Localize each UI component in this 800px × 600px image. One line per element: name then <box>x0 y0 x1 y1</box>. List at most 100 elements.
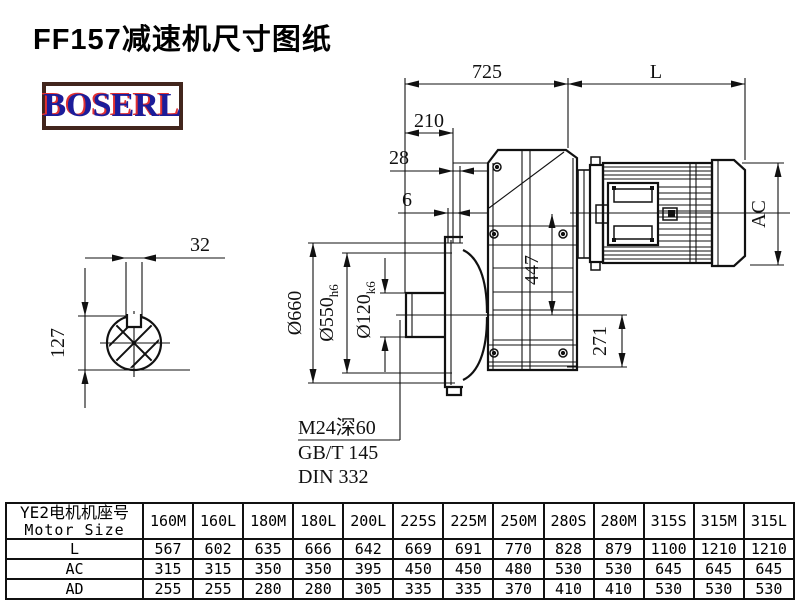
table-cell: 691 <box>442 538 495 561</box>
row-label-AD: AD <box>5 578 144 600</box>
boserl-logo: BOSERL <box>42 82 183 130</box>
boserl-logo-text: BOSERL <box>43 87 182 124</box>
dim-28: 28 <box>389 147 409 169</box>
note-thread-std: GB/T 145 <box>298 442 378 464</box>
column-header-315L: 315L <box>742 501 796 541</box>
table-cell: 350 <box>242 558 295 581</box>
header-en: Motor Size <box>24 520 125 539</box>
dim-447: 447 <box>521 255 543 285</box>
table-cell: 635 <box>242 538 295 561</box>
dim-L: L <box>650 61 662 83</box>
dim-dia120: Ø120k6 <box>353 281 378 339</box>
table-cell: 305 <box>342 578 395 600</box>
table-cell: 280 <box>292 578 345 600</box>
dim-127: 127 <box>47 328 69 358</box>
column-header-315S: 315S <box>642 501 695 541</box>
column-header-225S: 225S <box>392 501 445 541</box>
table-cell: 567 <box>141 538 195 561</box>
column-header-315M: 315M <box>692 501 745 541</box>
note-tap-hole: M24深60 <box>298 416 376 439</box>
table-cell: 315 <box>192 558 245 581</box>
gearbox-housing-details <box>411 150 577 385</box>
table-cell: 1210 <box>692 538 745 561</box>
table-cell: 335 <box>392 578 445 600</box>
fan-cowl <box>710 158 747 268</box>
gearbox-housing-outline <box>486 148 579 372</box>
dimension-labels: 725 L 210 28 6 32 127 Ø660 Ø550h6 Ø120k6… <box>47 61 770 358</box>
table-cell: 530 <box>742 578 796 600</box>
column-header-250M: 250M <box>492 501 545 541</box>
table-cell: 255 <box>141 578 195 600</box>
dim-dia550: Ø550h6 <box>316 284 341 342</box>
column-header-180L: 180L <box>292 501 345 541</box>
table-cell: 350 <box>292 558 345 581</box>
table-cell: 280 <box>242 578 295 600</box>
column-header-160M: 160M <box>141 501 195 541</box>
dim-210: 210 <box>414 110 444 132</box>
flange-foot <box>445 387 463 397</box>
header-cn: YE2电机机座号 <box>20 503 129 522</box>
main-outlines <box>105 148 747 397</box>
row-label-L: L <box>5 538 144 561</box>
dim-271: 271 <box>589 326 611 356</box>
table-cell: 1100 <box>642 538 695 561</box>
table-cell: 669 <box>392 538 445 561</box>
output-flange-plate <box>443 235 463 389</box>
drawing-notes: M24深60 GB/T 145 DIN 332 <box>298 416 378 488</box>
dim-dia660: Ø660 <box>284 291 306 335</box>
table-cell: 395 <box>342 558 395 581</box>
bolts-and-details <box>489 156 678 358</box>
table-cell: 770 <box>492 538 545 561</box>
note-center-hole-std: DIN 332 <box>298 466 369 488</box>
table-cell: 530 <box>542 558 595 581</box>
flange-bell-top <box>462 249 489 314</box>
table-cell: 1210 <box>742 538 796 561</box>
table-cell: 315 <box>141 558 195 581</box>
output-shaft-stub <box>404 291 444 339</box>
dimension-arrowheads <box>81 80 782 384</box>
column-header-225M: 225M <box>442 501 495 541</box>
dim-725: 725 <box>472 61 502 83</box>
table-cell: 642 <box>342 538 395 561</box>
keyway-mask <box>127 314 141 327</box>
column-header-180M: 180M <box>242 501 295 541</box>
table-cell: 335 <box>442 578 495 600</box>
dim-AC: AC <box>748 200 770 228</box>
flange-bell-bottom <box>462 316 489 381</box>
table-cell: 828 <box>542 538 595 561</box>
table-cell: 450 <box>392 558 445 581</box>
table-cell: 879 <box>592 538 645 561</box>
table-cell: 530 <box>592 558 645 581</box>
table-cell: 480 <box>492 558 545 581</box>
column-header-280S: 280S <box>542 501 595 541</box>
page-title: FF157减速机尺寸图纸 <box>33 24 332 56</box>
table-cell: 450 <box>442 558 495 581</box>
motor-fins <box>583 160 719 266</box>
column-header-280M: 280M <box>592 501 645 541</box>
table-cell: 410 <box>542 578 595 600</box>
keyway-notch <box>125 314 143 329</box>
table-cell: 645 <box>742 558 796 581</box>
table-cell: 530 <box>692 578 745 600</box>
table-cell: 255 <box>192 578 245 600</box>
table-cell: 666 <box>292 538 345 561</box>
table-cell: 370 <box>492 578 545 600</box>
table-cell: 645 <box>642 558 695 581</box>
shaft-hatch <box>109 318 159 368</box>
dim-32: 32 <box>190 234 210 256</box>
table-cell: 645 <box>692 558 745 581</box>
terminal-box <box>606 181 660 247</box>
table-cell: 410 <box>592 578 645 600</box>
column-header-160L: 160L <box>192 501 245 541</box>
table-cell: 530 <box>642 578 695 600</box>
row-label-AC: AC <box>5 558 144 581</box>
column-header-200L: 200L <box>342 501 395 541</box>
dim-6: 6 <box>402 189 412 211</box>
table-header-motor-size: YE2电机机座号 Motor Size <box>5 501 144 541</box>
input-adapter <box>577 169 591 259</box>
